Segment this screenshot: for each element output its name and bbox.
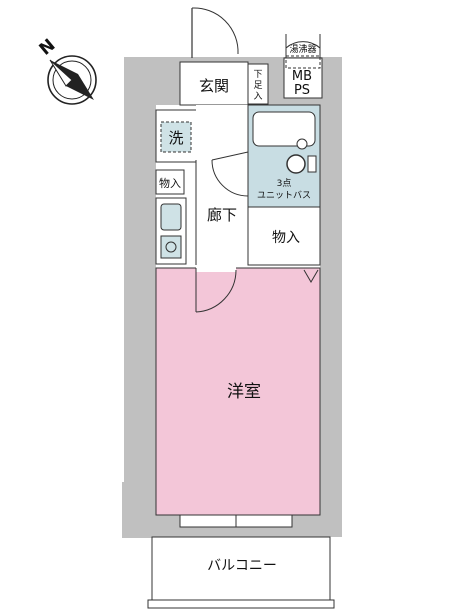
left-wall — [124, 57, 156, 537]
water-heater-label: 湯沸器 — [289, 43, 316, 55]
ps-label: PS — [294, 83, 310, 98]
washer-label: 洗 — [168, 129, 183, 147]
mb-label: MB — [292, 69, 312, 84]
water-heater-box — [285, 55, 321, 69]
room-door-icon — [195, 266, 237, 313]
compass-north-label: N — [36, 35, 60, 59]
entrance-label: 玄関 — [199, 77, 229, 95]
bath-label-2: ユニットバス — [257, 190, 311, 201]
western-room-label: 洋室 — [227, 382, 261, 402]
storage-label: 物入 — [272, 230, 300, 246]
toilet-bowl-icon — [286, 154, 306, 174]
compass-needle-light — [49, 59, 73, 87]
mb-ps-box — [283, 57, 323, 99]
mb-ps-area: 湯沸器 MB PS — [283, 34, 323, 99]
shoe-box-label-1: 下 — [253, 70, 262, 80]
sink-icon — [160, 203, 182, 231]
small-storage — [155, 169, 185, 195]
entrance-door-icon — [191, 7, 239, 58]
burner-icon — [165, 241, 177, 253]
balcony-rail — [147, 599, 335, 609]
compass-ring — [47, 55, 97, 105]
hallway-area — [196, 105, 250, 265]
toilet-tank-icon — [307, 155, 317, 173]
stove-icon — [160, 235, 182, 259]
washer-icon — [160, 121, 192, 153]
western-room — [155, 267, 321, 516]
balcony-label: バルコニー — [207, 558, 277, 574]
right-wall — [320, 57, 342, 527]
bath-label-1: 3点 — [277, 178, 292, 189]
basin-icon — [296, 138, 308, 150]
compass-ring-inner — [52, 60, 92, 100]
shoe-box-label-2: 足 — [253, 80, 262, 91]
storage-door-mark — [303, 269, 319, 283]
shoe-box — [247, 63, 269, 105]
storage-closet — [247, 206, 321, 266]
compass: N — [36, 35, 97, 105]
balcony — [151, 536, 331, 604]
bathtub-icon — [252, 111, 316, 147]
hallway-label: 廊下 — [207, 206, 237, 224]
small-storage-label: 物入 — [159, 176, 181, 190]
shoe-box-label-3: 入 — [253, 91, 262, 102]
bath-door-icon — [211, 151, 249, 197]
